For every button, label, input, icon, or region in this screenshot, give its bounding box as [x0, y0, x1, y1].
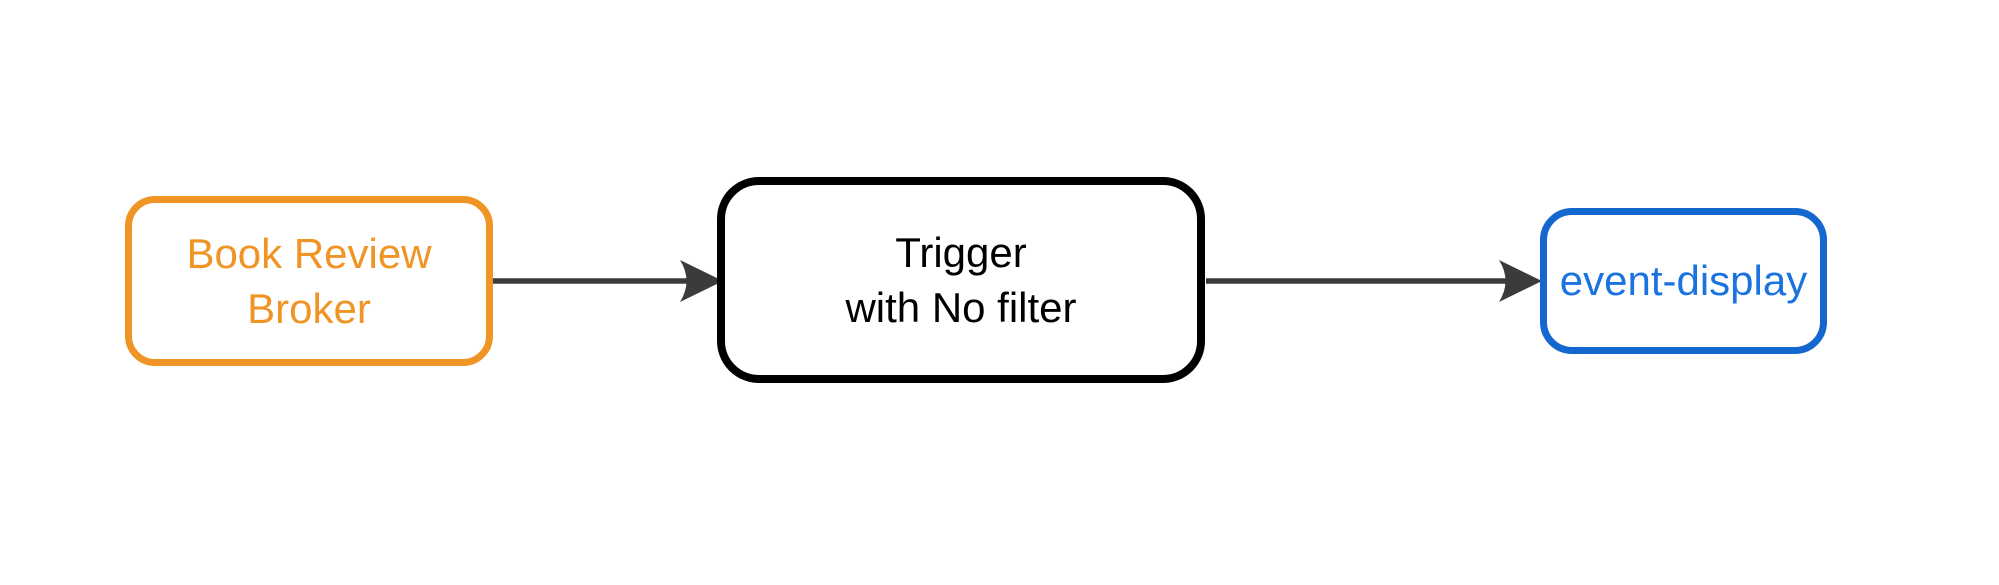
label-line: event-display: [1559, 257, 1808, 305]
node-book-review-broker: Book Review Broker: [125, 196, 493, 366]
label-line: Book Review: [186, 229, 432, 277]
node-event-display-label: event-display: [1560, 253, 1807, 308]
arrowhead-icon: [1499, 260, 1542, 302]
node-book-review-broker-label: Book Review Broker: [186, 226, 431, 337]
node-trigger-with-no-filter: Trigger with No filter: [717, 177, 1205, 383]
label-line: Trigger: [895, 228, 1027, 276]
node-event-display: event-display: [1540, 208, 1827, 354]
label-line: with No filter: [845, 284, 1077, 331]
label-line: Broker: [247, 285, 371, 332]
arrow-broker-to-trigger: [493, 260, 723, 302]
arrowhead-icon: [680, 260, 723, 302]
node-trigger-label: Trigger with No filter: [845, 225, 1076, 336]
arrow-trigger-to-event-display: [1206, 260, 1542, 302]
